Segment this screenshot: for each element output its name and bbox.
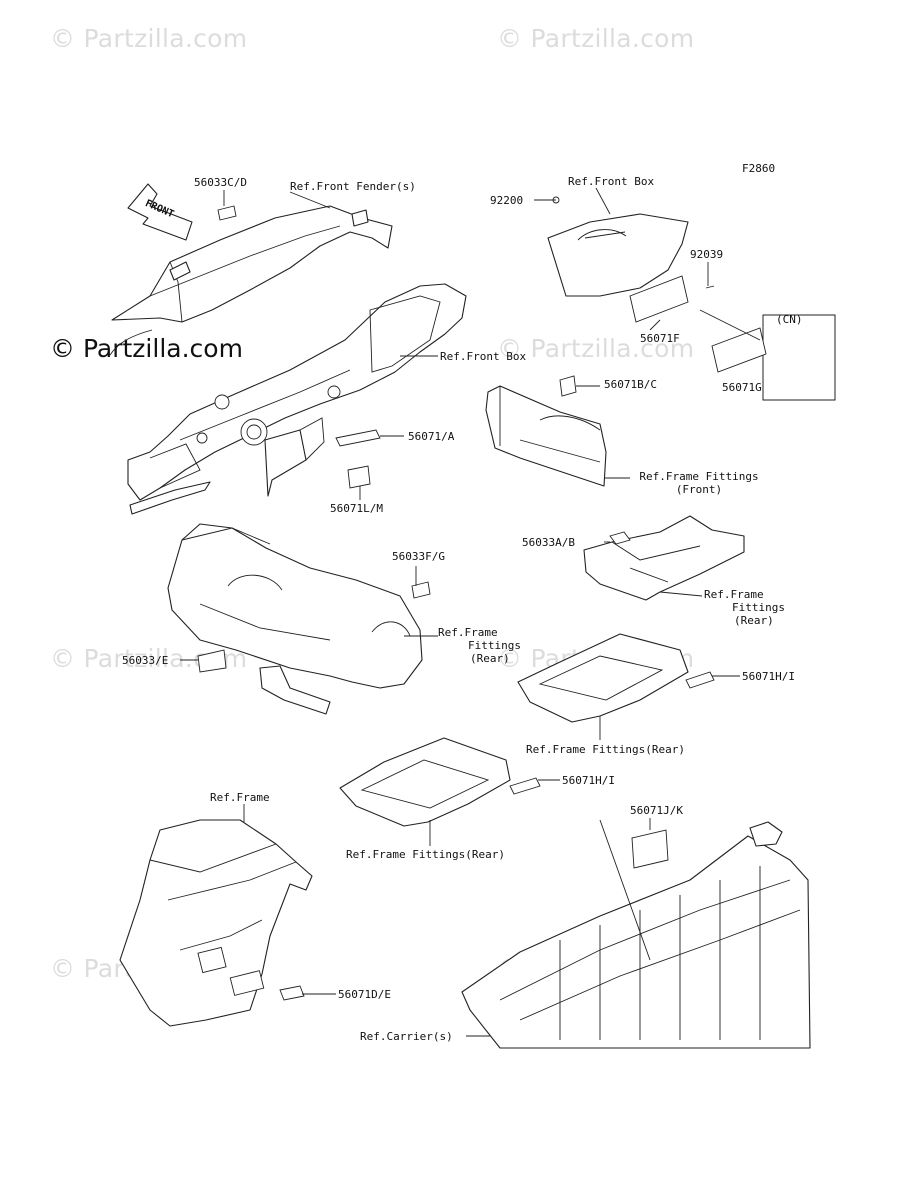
front-box-part bbox=[547, 196, 715, 297]
cargo-bed-part bbox=[461, 821, 811, 1049]
part-56033e-label[interactable]: 56033/E bbox=[122, 654, 169, 667]
partzilla-logo[interactable]: © Partzilla.com bbox=[50, 334, 243, 363]
cn-variant-box bbox=[762, 314, 836, 401]
ref-frame-rear-a-line2: Fittings bbox=[732, 601, 785, 614]
front-fender-part bbox=[109, 205, 393, 356]
part-56071f-label[interactable]: 56071F bbox=[640, 332, 680, 345]
part-56033cd-label[interactable]: 56033C/D bbox=[194, 176, 247, 189]
ref-frame-fittings-front-line2: (Front) bbox=[675, 483, 723, 496]
cn-variant-label: (CN) bbox=[776, 313, 803, 326]
watermark: © Partzilla.com bbox=[50, 24, 248, 53]
part-92039-label[interactable]: 92039 bbox=[690, 248, 724, 261]
ref-frame-rear-a-line3: (Rear) bbox=[734, 614, 774, 627]
tray-rear-b-part bbox=[339, 737, 541, 827]
ref-front-box-mid-label[interactable]: Ref.Front Box bbox=[440, 350, 527, 363]
ref-frame-rear-b-line1: Ref.Frame bbox=[438, 626, 498, 639]
ref-frame-rear-b-line2: Fittings bbox=[468, 639, 521, 652]
ref-frame-fittings-front-line1: Ref.Frame Fittings bbox=[639, 470, 759, 483]
ref-front-fender-label[interactable]: Ref.Front Fender(s) bbox=[290, 180, 416, 193]
part-56071hi-label-2[interactable]: 56071H/I bbox=[562, 774, 615, 787]
front-arrow-icon: FRONT bbox=[127, 183, 193, 241]
ref-frame-rear-a-line1: Ref.Frame bbox=[704, 588, 764, 601]
part-56071hi-label-1[interactable]: 56071H/I bbox=[742, 670, 795, 683]
ref-frame-fittings-front-label[interactable]: Ref.Frame Fittings (Front) bbox=[634, 470, 764, 496]
ref-frame-fittings-rear-b-label[interactable]: Ref.Frame Fittings (Rear) bbox=[438, 626, 538, 665]
watermark: © Partzilla.com bbox=[497, 334, 695, 363]
ref-frame-fittings-rear-label-2[interactable]: Ref.Frame Fittings(Rear) bbox=[346, 848, 505, 861]
label-56071f-sticker bbox=[629, 275, 689, 323]
part-56033ab-label[interactable]: 56033A/B bbox=[522, 536, 575, 549]
part-56071a-label[interactable]: 56071/A bbox=[408, 430, 455, 443]
leader-lines bbox=[180, 187, 761, 1037]
ref-frame-fittings-rear-label-1[interactable]: Ref.Frame Fittings(Rear) bbox=[526, 743, 685, 756]
label-56071a-sticker bbox=[335, 429, 381, 447]
part-92200-label[interactable]: 92200 bbox=[490, 194, 524, 207]
frame-part bbox=[119, 819, 313, 1027]
frame-fittings-front-part bbox=[485, 375, 607, 487]
part-56033fg-label[interactable]: 56033F/G bbox=[392, 550, 445, 563]
label-56071g-sticker bbox=[711, 327, 767, 373]
part-56071jk-label[interactable]: 56071J/K bbox=[630, 804, 683, 817]
frame-fittings-rear-plate-part bbox=[583, 515, 745, 601]
part-56071lm-label[interactable]: 56071L/M bbox=[330, 502, 383, 515]
ref-carrier-label[interactable]: Ref.Carrier(s) bbox=[360, 1030, 453, 1043]
part-56071de-label[interactable]: 56071D/E bbox=[338, 988, 391, 1001]
ref-frame-label[interactable]: Ref.Frame bbox=[210, 791, 270, 804]
ref-frame-fittings-rear-a-label[interactable]: Ref.Frame Fittings (Rear) bbox=[700, 588, 790, 627]
tray-rear-a-part bbox=[517, 633, 715, 723]
dashboard-part bbox=[127, 283, 467, 515]
ref-frame-rear-b-line3: (Rear) bbox=[470, 652, 510, 665]
part-56071bc-label[interactable]: 56071B/C bbox=[604, 378, 657, 391]
rear-console-part bbox=[167, 523, 431, 715]
ref-front-box-top-label[interactable]: Ref.Front Box bbox=[568, 175, 655, 188]
diagram-code: F2860 bbox=[742, 162, 776, 175]
part-56071g-label[interactable]: 56071G bbox=[722, 381, 762, 394]
watermark: © Partzilla.com bbox=[497, 24, 695, 53]
label-56071lm-sticker bbox=[347, 465, 371, 489]
